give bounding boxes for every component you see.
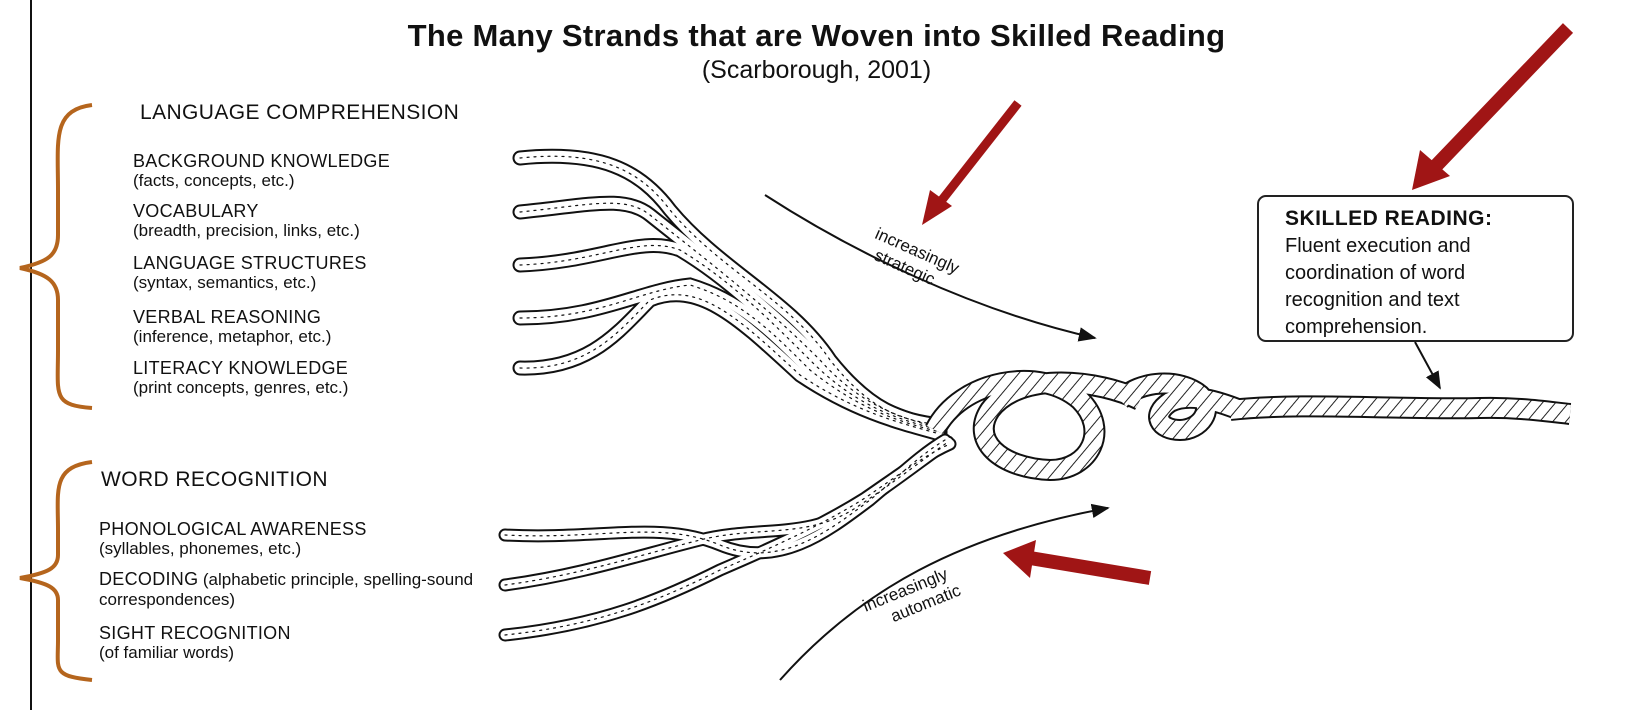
language-comprehension-strands	[520, 156, 940, 434]
word-recognition-bracket	[20, 462, 92, 680]
highlight-arrow-automatic	[1003, 540, 1150, 578]
woven-rope	[935, 381, 1570, 470]
language-comprehension-bracket	[20, 105, 92, 408]
word-recognition-strands	[505, 440, 950, 635]
highlight-arrow-skilled-reading	[1412, 28, 1568, 190]
highlight-arrow-strategic	[922, 103, 1018, 225]
box-pointer-arrow	[1415, 342, 1440, 388]
